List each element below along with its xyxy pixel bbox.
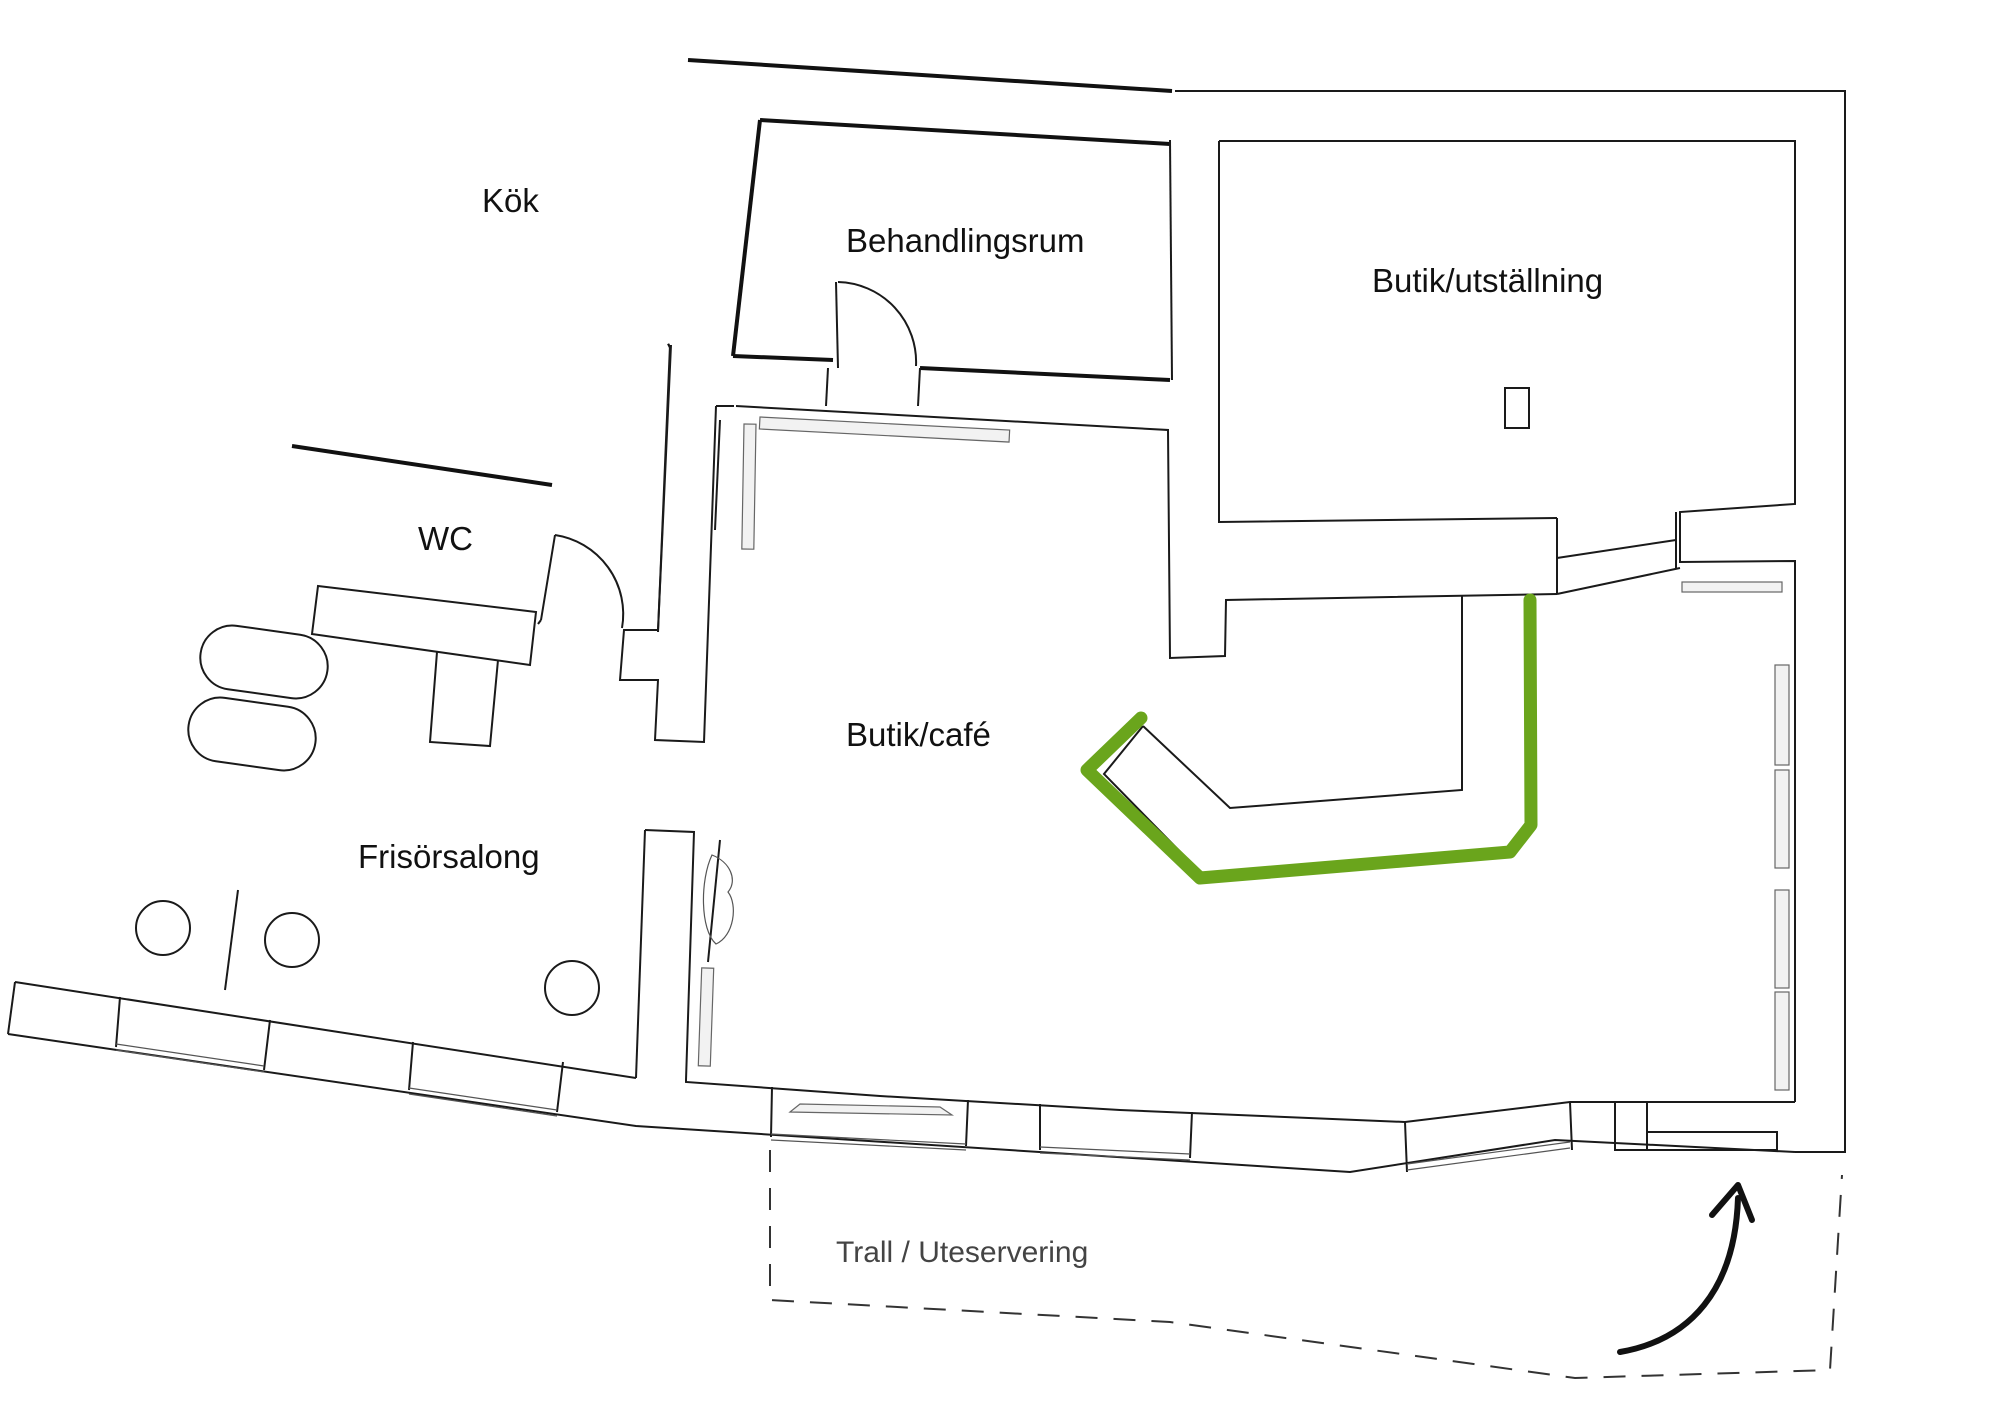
label-frisorsalong: Frisörsalong bbox=[358, 838, 540, 875]
front-facade bbox=[7, 981, 1796, 1174]
label-butik-utstallning: Butik/utställning bbox=[1372, 262, 1603, 299]
room-wc bbox=[187, 444, 625, 772]
label-wc: WC bbox=[418, 520, 473, 557]
room-butik-cafe bbox=[618, 344, 1790, 1091]
outer-walls bbox=[687, 58, 1846, 1153]
room-kok bbox=[657, 343, 671, 633]
cafe-counter-highlight bbox=[1080, 593, 1538, 885]
label-trall: Trall / Uteservering bbox=[836, 1236, 1088, 1269]
label-butik-cafe: Butik/café bbox=[846, 716, 991, 753]
room-behandlingsrum bbox=[731, 118, 1173, 407]
terrace-outline bbox=[769, 1150, 1843, 1380]
curved-arrow-up-icon bbox=[1617, 1182, 1755, 1355]
label-behandlingsrum: Behandlingsrum bbox=[846, 222, 1084, 259]
room-butik-utstallning bbox=[1218, 140, 1796, 1102]
room-frisorsalong bbox=[135, 829, 734, 1081]
label-kok: Kök bbox=[482, 182, 539, 219]
